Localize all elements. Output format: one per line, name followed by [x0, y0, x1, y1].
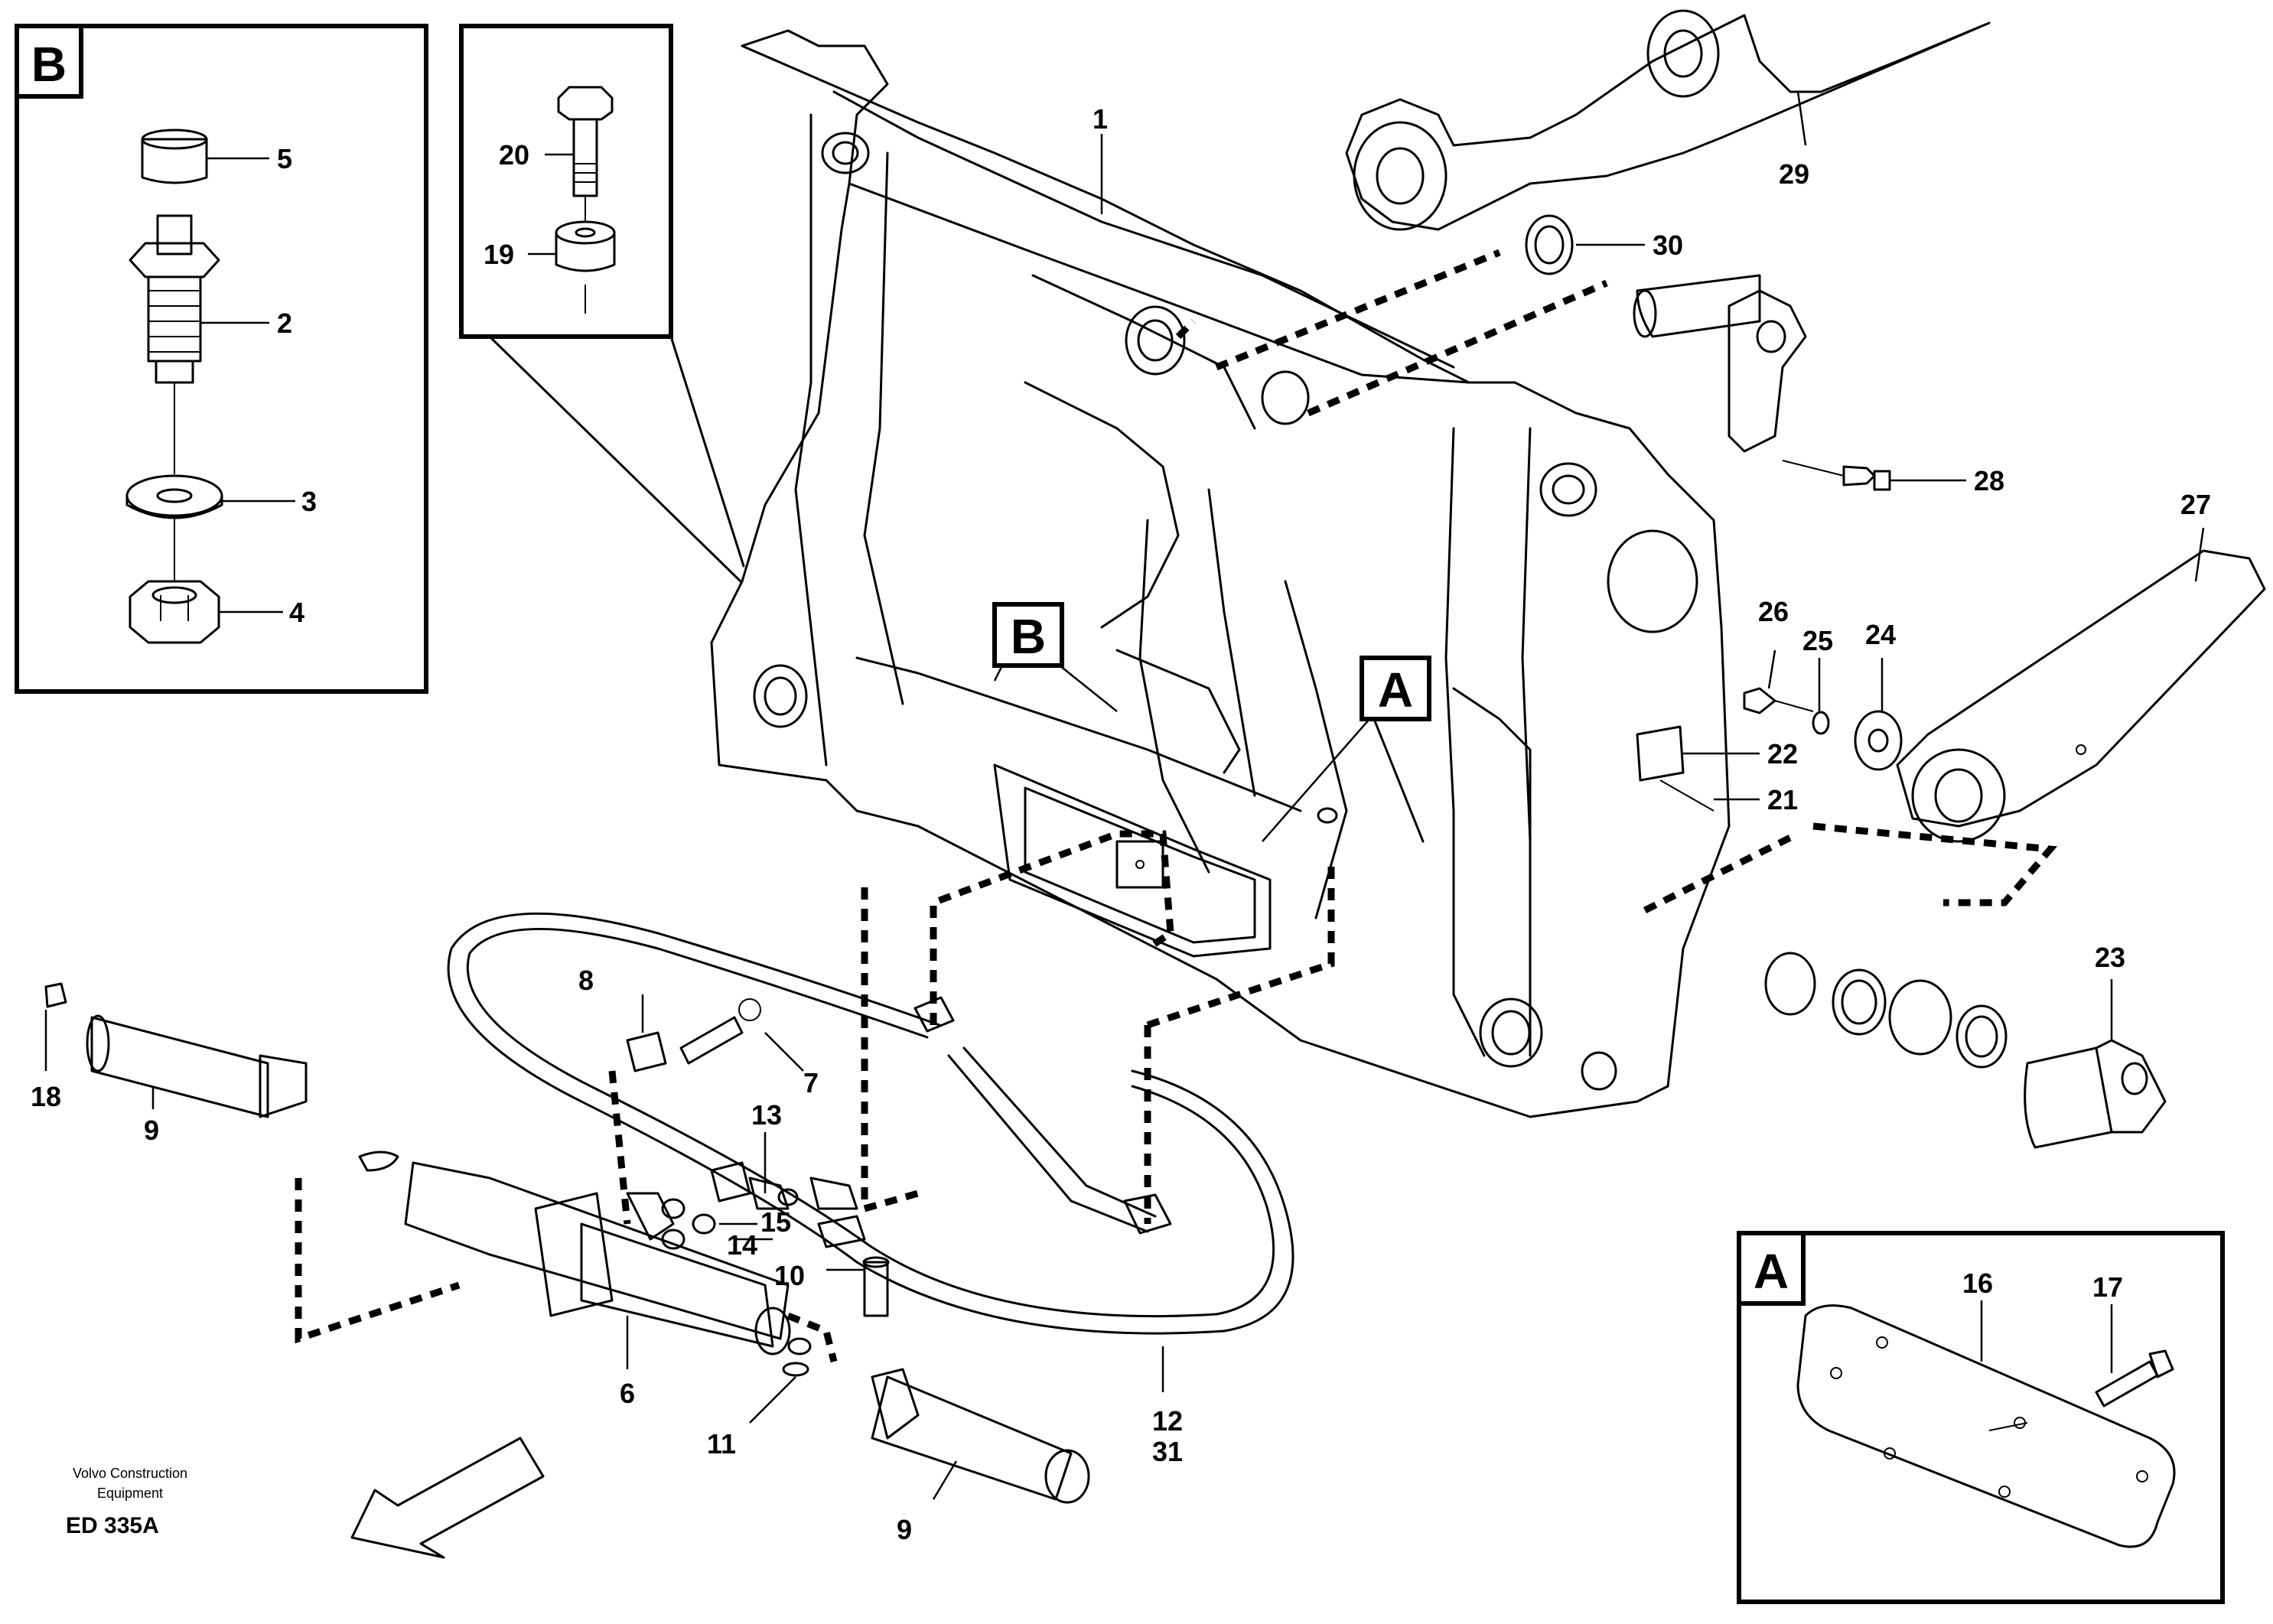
bushing-part — [555, 220, 616, 314]
part-label-15: 15 — [760, 1206, 791, 1238]
part-label-18: 18 — [31, 1081, 61, 1112]
part-label-7: 7 — [803, 1067, 819, 1098]
part-label-26: 26 — [1758, 596, 1789, 627]
pin-assembly-lower — [1764, 952, 2167, 1149]
callout-tag-a-group: A — [1262, 656, 1431, 842]
callout-tag-b-group: B — [992, 602, 1118, 712]
part-label-17: 17 — [2092, 1271, 2123, 1303]
part-label-25: 25 — [1802, 625, 1833, 656]
part-label-6: 6 — [620, 1378, 635, 1409]
part-labels: 1 29 30 28 27 26 25 24 22 21 23 18 9 8 7… — [31, 103, 2211, 1545]
part-label-22: 22 — [1767, 738, 1798, 770]
label-plate — [1636, 725, 1715, 812]
cap-part — [141, 129, 208, 184]
part-label-2: 2 — [277, 308, 292, 339]
cover-plate-part — [1796, 1304, 2176, 1548]
assembly-dash-lines — [295, 249, 2058, 1363]
part-label-10: 10 — [774, 1260, 805, 1291]
leader-lines — [44, 91, 2205, 1500]
detail-view-b: B 5 2 3 4 — [15, 24, 428, 694]
part-label-9-left: 9 — [144, 1115, 159, 1146]
part-label-21: 21 — [1767, 784, 1798, 815]
part-label-31: 31 — [1152, 1436, 1183, 1467]
fitting-part — [129, 214, 220, 474]
detail-view-a-letter: A — [1754, 1244, 1789, 1299]
screw-part — [2095, 1349, 2174, 1408]
hoses — [447, 912, 1294, 1335]
part-label-1: 1 — [1093, 103, 1108, 135]
part-label-19: 19 — [484, 239, 514, 270]
part-label-11: 11 — [707, 1428, 736, 1460]
lower-arm — [1743, 549, 2266, 843]
small-fittings — [626, 998, 890, 1377]
upper-arm — [1345, 9, 1991, 231]
part-label-9-bottom: 9 — [897, 1514, 912, 1545]
part-label-23: 23 — [2095, 942, 2125, 973]
direction-arrow-icon — [350, 1437, 545, 1559]
cylinder-assembly — [44, 982, 1090, 1504]
callout-tag-a: A — [1378, 662, 1413, 718]
part-label-3: 3 — [301, 486, 317, 517]
detail-view-b-letter: B — [31, 37, 67, 92]
part-label-8: 8 — [578, 965, 594, 996]
part-label-14: 14 — [727, 1229, 757, 1261]
pin-assembly-right — [1525, 214, 1891, 491]
part-label-16: 16 — [1962, 1268, 1993, 1299]
part-label-20: 20 — [499, 139, 529, 171]
part-label-24: 24 — [1865, 619, 1896, 650]
part-label-13: 13 — [751, 1099, 782, 1131]
part-label-4: 4 — [289, 597, 304, 628]
part-label-30: 30 — [1653, 229, 1683, 261]
callout-tag-b: B — [1011, 609, 1046, 664]
bolt-part — [557, 86, 614, 222]
detail-view-a: A 16 17 — [1737, 1231, 2225, 1604]
part-label-28: 28 — [1974, 465, 2004, 496]
publisher-line-1: Volvo Construction — [73, 1466, 187, 1481]
washer-part — [125, 474, 223, 581]
part-label-29: 29 — [1779, 158, 1809, 190]
drawing-code: ED 335A — [66, 1513, 159, 1538]
nut-part — [129, 580, 220, 644]
part-label-12: 12 — [1152, 1405, 1183, 1437]
part-label-5: 5 — [277, 143, 292, 174]
drawing-footer: Volvo Construction Equipment ED 335A — [66, 1466, 187, 1538]
publisher-line-2: Equipment — [97, 1486, 163, 1501]
bolt-bushing-frame: 20 19 — [459, 24, 745, 583]
part-label-27: 27 — [2180, 489, 2211, 520]
